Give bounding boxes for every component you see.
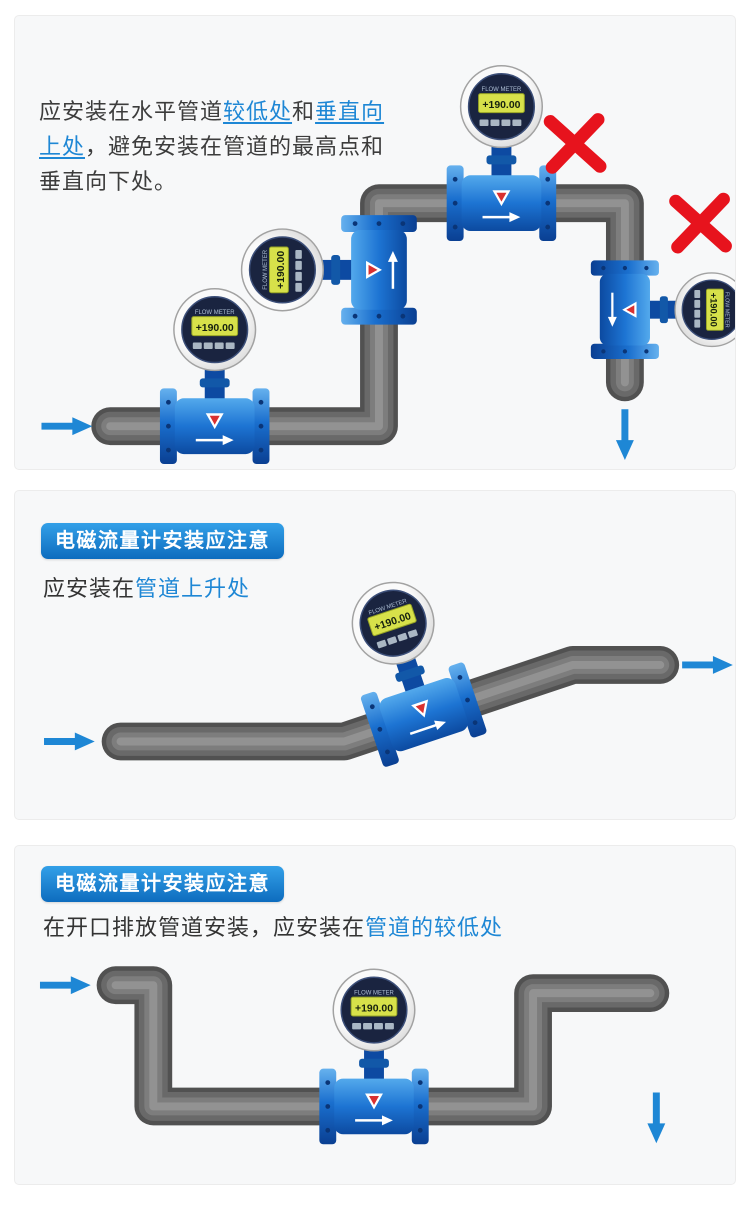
flow-meter-vertical-down-wrong: [589, 259, 735, 361]
panel-horizontal-vertical-install: 应安装在水平管道较低处和垂直向上处，避免安装在管道的最高点和垂直向下处。: [14, 15, 736, 470]
pipe-diagram-1: [15, 64, 735, 466]
caption-plain: 在开口排放管道安装，应安装在: [43, 915, 366, 940]
text-highlight: 垂直向上处: [39, 99, 385, 159]
panel-rising-pipe-install: 电磁流量计安装应注意 应安装在管道上升处: [14, 490, 736, 820]
text-segment: 和: [292, 99, 316, 124]
x-mark-vertical-down: [676, 199, 726, 247]
text-segment: 应安装在水平管道: [39, 99, 224, 124]
text-highlight: 较低处: [223, 99, 293, 124]
caption-highlight: 管道的较低处: [365, 915, 504, 940]
caption-text: 在开口排放管道安装，应安装在管道的较低处: [43, 910, 503, 942]
caption-text: 应安装在管道上升处: [43, 571, 250, 603]
section-badge: 电磁流量计安装应注意: [41, 866, 284, 902]
inflow-arrow: [41, 417, 92, 435]
caption-highlight: 管道上升处: [135, 576, 251, 601]
caption-plain: 应安装在: [43, 576, 136, 601]
panel-open-discharge-install: 电磁流量计安装应注意 在开口排放管道安装，应安装在管道的较低处: [14, 845, 736, 1185]
flow-meter-vertical-up: [240, 213, 419, 326]
product-instruction-page: 应安装在水平管道较低处和垂直向上处，避免安装在管道的最高点和垂直向下处。 电磁流…: [0, 15, 750, 1185]
pipe-diagram-2: [15, 565, 735, 770]
instruction-text: 应安装在水平管道较低处和垂直向上处，避免安装在管道的最高点和垂直向下处。: [39, 94, 393, 199]
x-mark-high-point: [550, 120, 600, 168]
flow-meter-at-low-point: [318, 968, 430, 1146]
outflow-arrow: [682, 656, 733, 674]
flow-meter-horizontal-low: [158, 287, 271, 466]
outflow-arrow: [616, 409, 634, 460]
inflow-arrow: [44, 733, 95, 751]
inflow-arrow: [40, 976, 91, 994]
section-badge: 电磁流量计安装应注意: [41, 523, 284, 559]
discharge-down-arrow: [647, 1093, 665, 1144]
flow-meter-high-point-wrong: [445, 64, 558, 243]
pipe-diagram-3: [15, 966, 670, 1184]
text-segment: ，避免安装在管道的最高点和垂直向下处。: [39, 134, 385, 194]
